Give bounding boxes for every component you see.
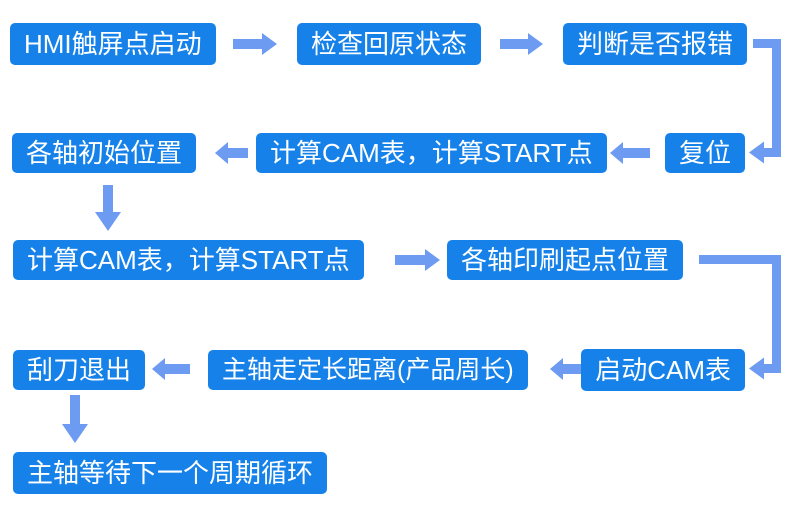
arrow-left-icon bbox=[215, 142, 248, 164]
arrow-right-icon bbox=[395, 249, 440, 271]
flow-node-calc-cam-start-3: 计算CAM表，计算START点 bbox=[13, 240, 364, 280]
arrow-down-icon bbox=[95, 185, 121, 231]
flow-node-spindle-distance: 主轴走定长距离(产品周长) bbox=[208, 350, 528, 390]
elbow-connector-judge-to-reset bbox=[753, 39, 781, 157]
arrow-right-icon bbox=[500, 33, 543, 55]
flow-node-calc-cam-start-2: 计算CAM表，计算START点 bbox=[256, 133, 607, 173]
arrow-left-icon bbox=[610, 142, 650, 164]
flow-node-check-origin: 检查回原状态 bbox=[297, 23, 482, 65]
flow-node-judge-error: 判断是否报错 bbox=[562, 23, 747, 65]
flow-node-axes-initial: 各轴初始位置 bbox=[12, 133, 197, 173]
arrow-down-icon bbox=[62, 395, 88, 443]
arrow-left-icon bbox=[152, 358, 190, 380]
flow-node-axes-print-start: 各轴印刷起点位置 bbox=[447, 240, 684, 280]
flow-node-spindle-wait: 主轴等待下一个周期循环 bbox=[13, 452, 328, 494]
arrowhead-left-icon bbox=[749, 141, 764, 164]
flow-node-reset: 复位 bbox=[664, 133, 745, 173]
flow-node-hmi-start: HMI触屏点启动 bbox=[10, 23, 216, 65]
flow-node-scraper-exit: 刮刀退出 bbox=[13, 350, 146, 390]
arrow-right-icon bbox=[233, 33, 277, 55]
flow-node-start-cam: 启动CAM表 bbox=[581, 349, 745, 391]
elbow-connector-print-to-cam bbox=[699, 255, 781, 373]
arrowhead-left-icon bbox=[749, 357, 764, 380]
arrow-left-icon bbox=[550, 358, 588, 380]
